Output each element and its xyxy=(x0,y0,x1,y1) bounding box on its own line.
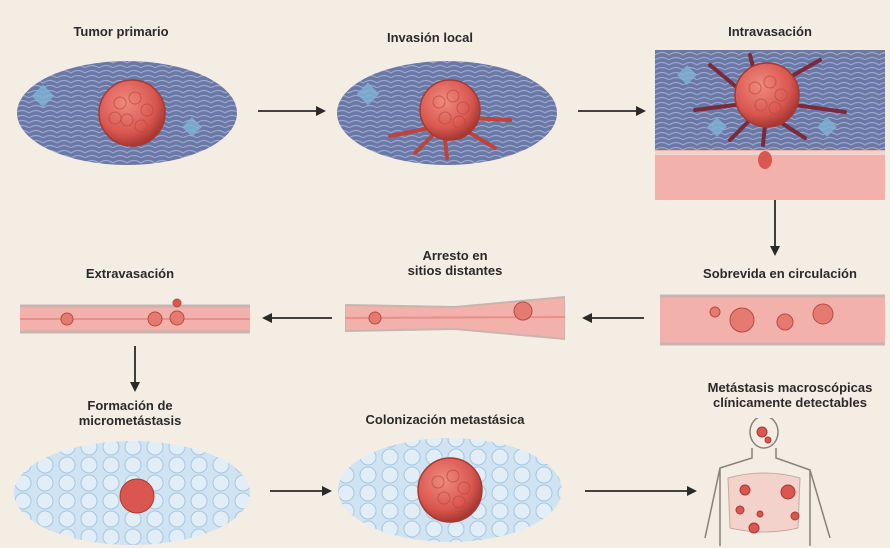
blood-vessel xyxy=(660,296,885,344)
label-intravasacion: Intravasación xyxy=(700,24,840,39)
micrometastasis-cluster xyxy=(120,479,154,513)
label-sobrevida: Sobrevida en circulación xyxy=(680,266,880,281)
intravasating-tumor xyxy=(735,63,799,127)
arrow-6-down xyxy=(128,346,142,392)
panel-metastasis-body xyxy=(700,418,870,546)
label-tumor-primario: Tumor primario xyxy=(56,24,186,39)
arrow-8-to-9 xyxy=(585,484,697,498)
label-formacion: Formación de micrometástasis xyxy=(60,398,200,428)
panel-colonizacion xyxy=(335,430,565,545)
label-extravasacion: Extravasación xyxy=(60,266,200,281)
arrow-1-to-2 xyxy=(258,104,326,118)
label-arresto-line1: Arresto en xyxy=(380,248,530,263)
label-metastasis-line1: Metástasis macroscópicas xyxy=(690,380,890,395)
panel-extravasacion xyxy=(20,298,250,338)
panel-sobrevida xyxy=(660,290,885,350)
label-arresto: Arresto en sitios distantes xyxy=(380,248,530,278)
invading-tumor xyxy=(420,80,480,140)
colonizing-tumor xyxy=(418,458,482,522)
panel-micrometastasis xyxy=(12,438,252,548)
label-colonizacion: Colonización metastásica xyxy=(345,412,545,427)
label-formacion-line2: micrometástasis xyxy=(60,413,200,428)
panel-arresto xyxy=(345,293,565,343)
panel-intravasacion xyxy=(655,50,885,200)
arrow-7-to-8 xyxy=(270,484,332,498)
arrow-3-down xyxy=(768,200,782,256)
label-invasion-local: Invasión local xyxy=(365,30,495,45)
label-formacion-line1: Formación de xyxy=(60,398,200,413)
panel-invasion-local xyxy=(335,58,560,168)
arrow-5-to-6 xyxy=(262,311,332,325)
arrow-2-to-3 xyxy=(578,104,646,118)
label-arresto-line2: sitios distantes xyxy=(380,263,530,278)
label-metastasis-line2: clínicamente detectables xyxy=(690,395,890,410)
panel-tumor-primario xyxy=(15,58,240,168)
primary-tumor xyxy=(99,80,165,146)
arrow-4-to-5 xyxy=(582,311,644,325)
label-metastasis: Metástasis macroscópicas clínicamente de… xyxy=(690,380,890,410)
